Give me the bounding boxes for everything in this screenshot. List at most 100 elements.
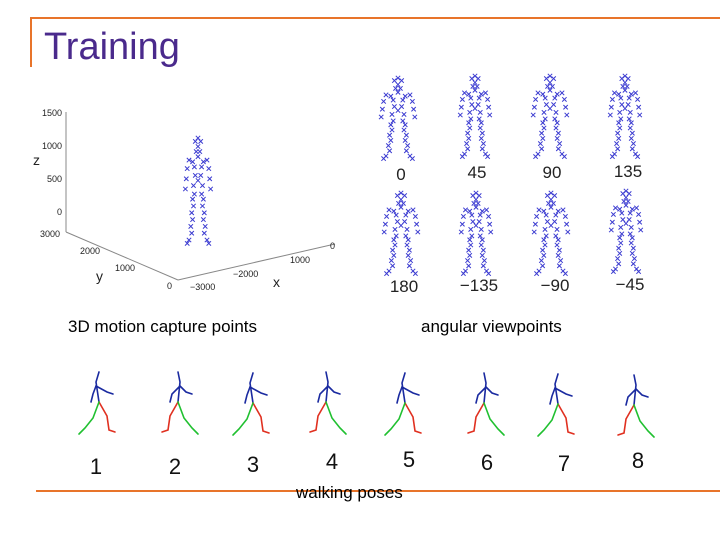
marker-x [468,126,472,130]
marker-x [549,223,553,227]
walking-stick-figure [310,372,346,434]
pose-number-label: 5 [403,447,415,472]
marker-x [384,271,388,275]
marker-x [616,246,620,250]
marker-x [396,82,400,86]
marker-x [399,197,403,201]
viewpoint-angle-label: −90 [541,276,570,295]
marker-x [474,223,478,227]
marker-x [203,224,207,228]
marker-x [190,231,194,235]
marker-x [613,206,617,210]
marker-x [392,238,396,242]
marker-x [628,126,632,130]
marker-x [483,91,487,95]
marker-x [549,197,553,201]
marker-x [611,269,615,273]
marker-x [486,214,490,218]
marker-x [536,91,540,95]
marker-x [637,220,641,224]
marker-x [620,232,624,236]
marker-x [467,92,471,96]
marker-x [399,223,403,227]
marker-x [618,126,622,130]
viewpoint-figure [609,189,643,274]
marker-x [619,225,623,229]
stick-leg-right [326,402,346,434]
marker-x [556,253,560,257]
marker-x [543,227,547,231]
marker-x [538,141,542,145]
marker-x [619,117,623,121]
marker-x [544,76,548,80]
pose-number-label: 7 [558,451,570,476]
marker-x [201,217,205,221]
marker-x [396,201,400,205]
viewpoint-figure [608,74,642,159]
marker-x [391,98,395,102]
marker-x [458,113,462,117]
marker-x [549,191,553,195]
marker-x [533,222,537,226]
marker-x [396,76,400,80]
marker-x [482,258,486,262]
marker-x [474,205,478,209]
marker-x [618,236,622,240]
stick-arm [397,387,402,403]
marker-x [468,238,472,242]
marker-x [620,76,624,80]
marker-x [531,113,535,117]
marker-x [545,193,549,197]
marker-x [636,212,640,216]
marker-x [636,269,640,273]
marker-x [617,92,621,96]
marker-x [389,94,393,98]
marker-x [554,126,558,130]
viewpoint-angle-label: 135 [614,162,642,181]
marker-x [623,80,627,84]
marker-x [615,256,619,260]
marker-x [466,248,470,252]
marker-x [405,227,409,231]
marker-x [616,262,620,266]
marker-x [626,102,630,106]
marker-x [199,192,203,196]
marker-x [544,213,548,217]
pose-number-label: 1 [90,454,102,479]
marker-x [555,227,559,231]
marker-x [618,251,622,255]
x-tick-label: −2000 [233,269,258,279]
mocap-plot: 1500 1000 500 0 3000 2000 1000 0 −3000 −… [33,108,335,292]
marker-x [464,141,468,145]
marker-x [551,76,555,80]
marker-x [617,121,621,125]
marker-x [468,253,472,257]
marker-x [392,209,396,213]
marker-x [404,213,408,217]
marker-x [475,84,479,88]
marker-x [555,243,559,247]
x-tick-label: 1000 [290,255,310,265]
walking-stick-figure [233,373,269,435]
stick-leg-left [99,402,115,432]
marker-x [393,86,397,90]
pose-number-label: 8 [632,448,644,473]
marker-x [469,96,473,100]
marker-x [631,141,635,145]
marker-x [413,271,417,275]
marker-x [548,106,552,110]
marker-x [557,248,561,252]
marker-x [477,117,481,121]
marker-x [477,96,481,100]
marker-x [470,213,474,217]
marker-x [466,264,470,268]
marker-x [630,251,634,255]
marker-x [480,209,484,213]
marker-x [395,219,399,223]
marker-x [629,92,633,96]
marker-x [624,195,628,199]
marker-x [566,230,570,234]
marker-x [557,141,561,145]
marker-x [545,219,549,223]
marker-x [476,102,480,106]
